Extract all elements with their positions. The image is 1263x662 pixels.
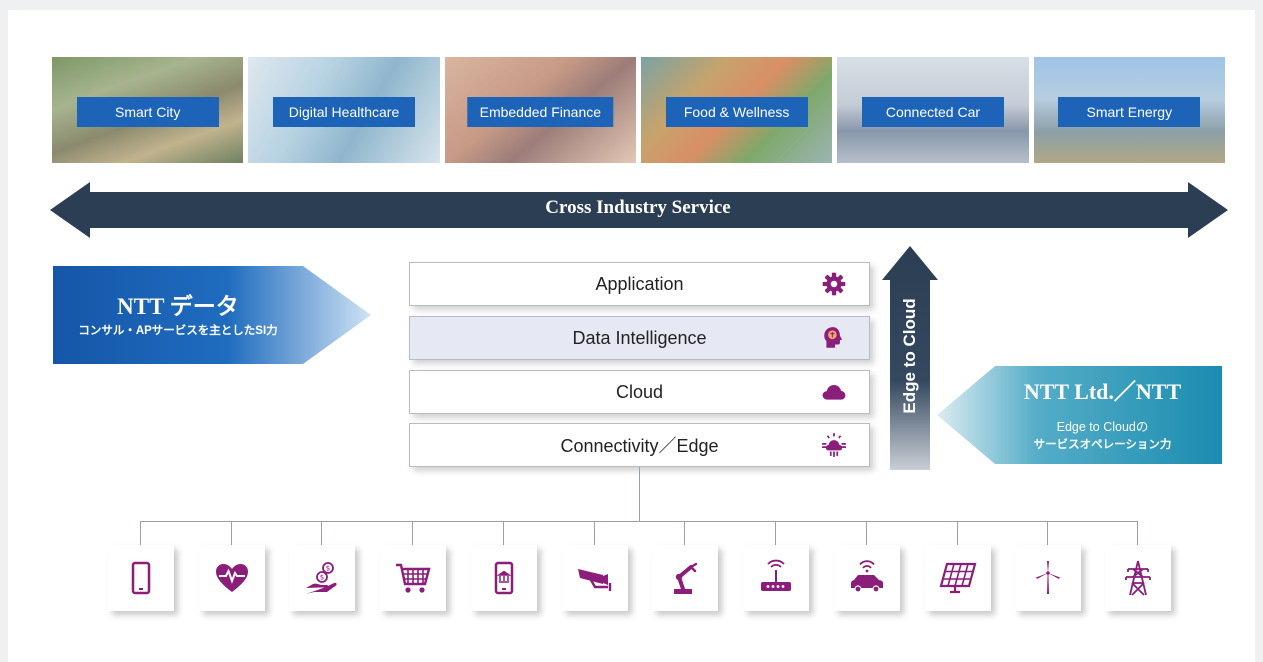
device-robot-arm[interactable]	[652, 545, 718, 611]
industry-label: Smart City	[76, 97, 219, 127]
shopping-cart-icon	[396, 563, 431, 593]
device-connected-car[interactable]	[834, 545, 900, 611]
industry-tile-digital-healthcare[interactable]: Digital Healthcare	[248, 57, 440, 163]
device-power-tower[interactable]	[1105, 545, 1171, 611]
industry-tile-smart-city[interactable]: Smart City	[52, 57, 244, 163]
device-security-camera[interactable]	[562, 545, 628, 611]
layer-cloud[interactable]: Cloud	[409, 370, 870, 414]
cloud-sun-icon	[822, 433, 846, 457]
device-shopping[interactable]	[380, 545, 446, 611]
cloud-icon	[822, 384, 846, 400]
brain-head-icon	[824, 327, 843, 348]
industry-label: Food & Wellness	[665, 97, 808, 127]
gear-icon	[822, 272, 846, 296]
svg-text:$: $	[320, 574, 324, 582]
connected-car-icon	[851, 560, 883, 593]
industry-tile-connected-car[interactable]: Connected Car	[837, 57, 1029, 163]
industry-tile-embedded-finance[interactable]: Embedded Finance	[444, 57, 636, 163]
security-camera-icon	[578, 569, 612, 591]
cross-industry-label: Cross Industry Service	[545, 197, 731, 218]
layer-application[interactable]: Application	[409, 262, 870, 306]
wifi-router-icon	[761, 559, 791, 591]
device-smartphone[interactable]	[108, 545, 174, 611]
ntt-ltd-subtitle-line2: サービスオペレーション力	[1033, 439, 1172, 451]
industry-label: Smart Energy	[1058, 97, 1201, 127]
ntt-ltd-arrow	[937, 366, 1222, 464]
layer-connectivity-edge[interactable]: Connectivity／Edge	[409, 423, 870, 467]
device-finance[interactable]: $ $	[289, 545, 355, 611]
industry-tile-smart-energy[interactable]: Smart Energy	[1033, 57, 1225, 163]
industry-label: Connected Car	[861, 97, 1004, 127]
device-heart-monitor[interactable]	[199, 545, 265, 611]
edge-to-cloud-arrow	[882, 246, 938, 470]
smartphone-icon	[131, 561, 151, 595]
device-solar-panel[interactable]	[925, 545, 991, 611]
device-wifi-router[interactable]	[743, 545, 809, 611]
ntt-data-subtitle: コンサル・APサービスを主としたSI力	[78, 325, 278, 337]
ntt-data-arrow	[53, 266, 371, 364]
svg-text:$: $	[326, 565, 330, 573]
industry-tiles: Smart City Digital Healthcare Embedded F…	[52, 57, 1225, 163]
ntt-data-title: NTT データ	[117, 294, 239, 319]
layer-label: Application	[595, 273, 684, 294]
heart-pulse-icon	[216, 564, 248, 592]
layer-data-intelligence[interactable]: Data Intelligence	[409, 316, 870, 360]
cross-industry-arrow	[50, 182, 1228, 238]
layer-label: Connectivity／Edge	[560, 436, 719, 456]
robot-arm-icon	[674, 562, 698, 594]
ntt-ltd-title: NTT Ltd.／NTT	[1023, 379, 1182, 404]
wind-turbine-icon	[1036, 561, 1060, 594]
money-hand-icon: $ $	[306, 562, 337, 594]
industry-label: Embedded Finance	[467, 97, 614, 127]
mobile-bank-icon	[494, 561, 514, 595]
ntt-ltd-subtitle-line1: Edge to Cloudの	[1056, 420, 1149, 434]
layer-label: Data Intelligence	[572, 327, 707, 348]
power-tower-icon	[1125, 560, 1151, 596]
solar-panel-icon	[939, 562, 977, 594]
layer-label: Cloud	[615, 381, 664, 402]
industry-label: Digital Healthcare	[272, 97, 415, 127]
device-wind-turbine[interactable]	[1015, 545, 1081, 611]
industry-tile-food-wellness[interactable]: Food & Wellness	[640, 57, 833, 163]
device-mobile-bank[interactable]	[471, 545, 537, 611]
